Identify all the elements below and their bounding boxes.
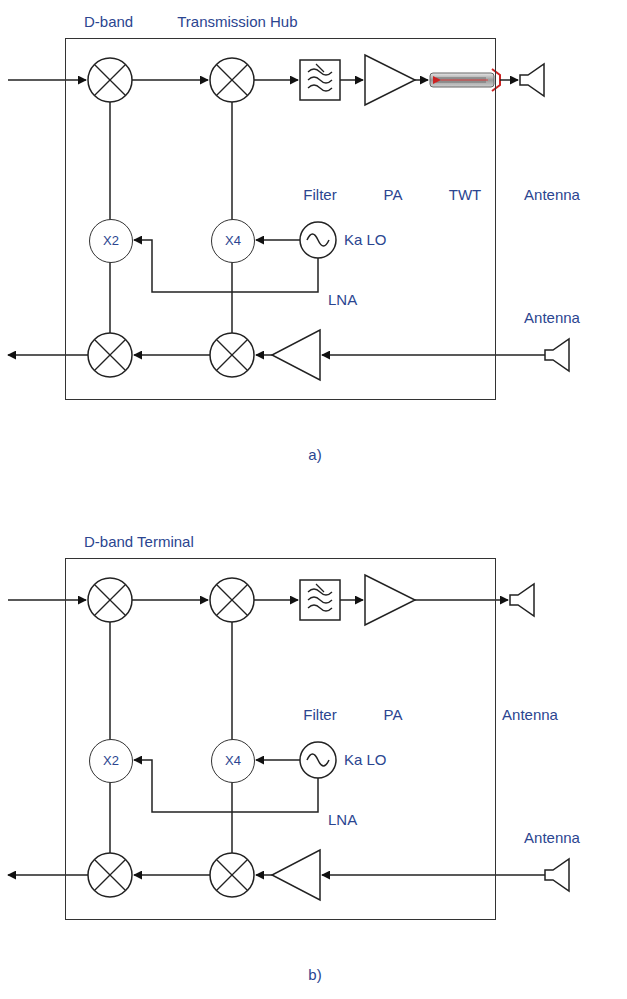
- signal-wire: [340, 599, 363, 601]
- signal-wire: [8, 874, 88, 876]
- signal-wire: [8, 79, 86, 81]
- component-label: LNA: [328, 291, 357, 309]
- unit-title: D-band Terminal: [84, 533, 194, 551]
- multiplier-circle: X4: [211, 219, 255, 263]
- component-label: Ka LO: [344, 751, 387, 769]
- filter-symbol: [300, 580, 340, 620]
- component-label: LNA: [328, 811, 357, 829]
- signal-wire: [132, 79, 208, 81]
- signal-wire: [256, 874, 272, 876]
- filter-symbol: [300, 60, 340, 100]
- component-label: Antenna: [502, 706, 558, 724]
- multiplier-factor: X2: [103, 753, 119, 769]
- horn-antenna: [545, 859, 569, 891]
- lo-wire: [256, 759, 300, 761]
- horn-antenna: [545, 339, 569, 371]
- signal-wire: [500, 79, 518, 81]
- lo-wire: [109, 622, 111, 853]
- power-amplifier: [365, 55, 415, 105]
- mixer-symbol: [210, 333, 254, 377]
- lo-wire: [231, 622, 233, 853]
- unit-title: Transmission Hub: [177, 13, 297, 31]
- component-label: Antenna: [524, 186, 580, 204]
- mixer-symbol: [210, 578, 254, 622]
- component-label: PA: [384, 706, 403, 724]
- component-label: Filter: [303, 706, 336, 724]
- signal-wire: [256, 354, 272, 356]
- mixer-symbol: [88, 333, 132, 377]
- component-label: PA: [384, 186, 403, 204]
- multiplier-circle: X2: [89, 219, 133, 263]
- lo-wire: [231, 102, 233, 333]
- signal-wire: [254, 599, 298, 601]
- signal-wire: [322, 874, 545, 876]
- component-label: Antenna: [524, 309, 580, 327]
- twt-tube: [430, 69, 500, 91]
- unit-housing: D-band TerminalX2X4: [65, 558, 496, 920]
- multiplier-factor: X4: [225, 233, 241, 249]
- signal-wire: [322, 354, 545, 356]
- terminal-chain: [8, 575, 569, 900]
- unit-housing: D-bandTransmission HubX2X4: [65, 38, 496, 400]
- local-oscillator: [300, 222, 336, 258]
- signal-wire: [8, 599, 86, 601]
- unit-heading: D-band Terminal: [84, 533, 194, 551]
- low-noise-amplifier: [272, 850, 320, 900]
- mixer-symbol: [88, 578, 132, 622]
- component-label: Antenna: [524, 829, 580, 847]
- local-oscillator: [300, 742, 336, 778]
- multiplier-factor: X4: [225, 753, 241, 769]
- multiplier-circle: X4: [211, 739, 255, 783]
- component-label: Filter: [303, 186, 336, 204]
- mixer-symbol: [88, 853, 132, 897]
- low-noise-amplifier: [272, 330, 320, 380]
- signal-wire: [340, 79, 363, 81]
- panel-caption: b): [308, 966, 321, 984]
- multiplier-circle: X2: [89, 739, 133, 783]
- panel-caption: a): [308, 446, 321, 464]
- lo-wire: [256, 239, 300, 241]
- horn-antenna: [510, 584, 534, 616]
- signal-wire: [132, 599, 208, 601]
- unit-title: D-band: [84, 13, 133, 31]
- component-label: TWT: [449, 186, 481, 204]
- signal-wire: [415, 599, 508, 601]
- signal-wire: [415, 79, 428, 81]
- horn-antenna: [520, 64, 544, 96]
- mixer-symbol: [210, 58, 254, 102]
- lo-wire: [109, 102, 111, 333]
- mixer-symbol: [210, 853, 254, 897]
- signal-wire: [8, 354, 88, 356]
- component-label: Ka LO: [344, 231, 387, 249]
- signal-wire: [134, 874, 210, 876]
- hub-chain: [8, 55, 569, 380]
- signal-wire: [254, 79, 298, 81]
- mixer-symbol: [88, 58, 132, 102]
- multiplier-factor: X2: [103, 233, 119, 249]
- power-amplifier: [365, 575, 415, 625]
- unit-heading: D-band Transmission Hub: [84, 13, 298, 31]
- signal-wire: [134, 354, 210, 356]
